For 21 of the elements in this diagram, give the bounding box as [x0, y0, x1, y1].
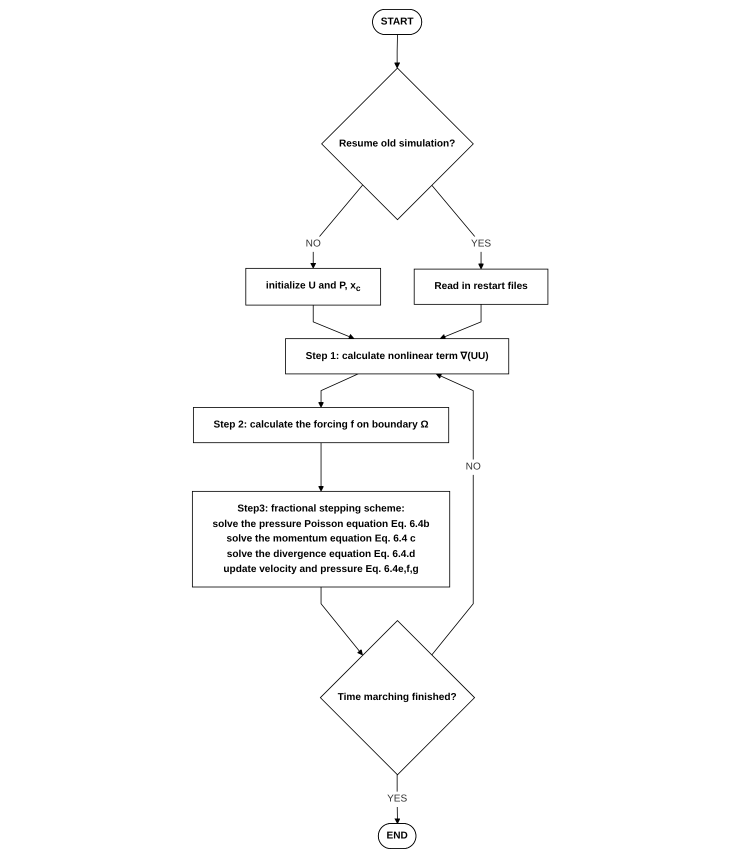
node-box: Step 2: calculate the forcing f on boundary Ω — [192, 406, 449, 443]
node-box: Step 1: calculate nonlinear term ∇(UU) — [284, 338, 509, 374]
arrow — [312, 304, 354, 339]
edge-label: YES — [470, 237, 491, 249]
arrow — [394, 774, 400, 824]
arrow — [440, 303, 482, 339]
edge-label: YES — [386, 792, 408, 804]
node-diamond: Resume old simulation? — [320, 67, 474, 220]
arrow — [394, 34, 400, 68]
arrow — [431, 184, 484, 269]
node-box: initialize U and P, x$_{c}$ — [245, 267, 381, 305]
edge-label: NO — [466, 460, 481, 472]
arrow — [310, 184, 363, 268]
node-box: Step3: fractional stepping scheme: solve the pressure Poisson equation Eq. 6.4b solve the momentum equation Eq. 6.4 c solve the divergence equation Eq. 6.4.d update velocity and pressure Eq. 6.4e,f,g — [192, 490, 450, 587]
arrow — [318, 373, 358, 408]
arrow — [318, 442, 324, 492]
node-box: Read in restart files — [414, 268, 548, 304]
arrow — [431, 372, 474, 655]
edge-label: NO — [306, 237, 321, 249]
node-diamond: Time marching finished? — [320, 620, 475, 775]
arrow — [320, 586, 363, 655]
